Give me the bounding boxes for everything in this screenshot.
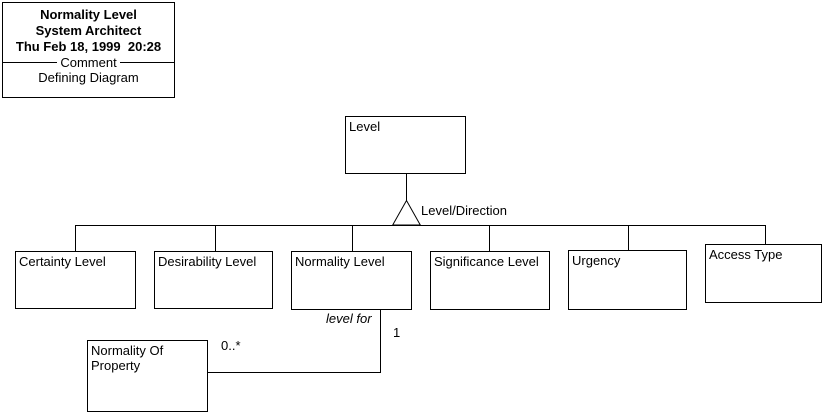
class-box-label: Level [349,119,381,134]
class-box-desirability-level[interactable]: Desirability Level [154,251,273,309]
association-label: level for [326,311,372,326]
connector-drop-access-type [765,225,766,244]
separator-rule-right [119,62,175,63]
class-box-label: Certainty Level [19,254,106,269]
diagram-title-box[interactable]: Normality Level System Architect Thu Feb… [2,2,175,98]
tool-name: System Architect [35,23,142,38]
connector-drop-desirability [215,225,216,251]
class-box-certainty-level[interactable]: Certainty Level [15,251,136,309]
connector-level-to-triangle [406,174,407,201]
class-box-access-type[interactable]: Access Type [705,244,822,303]
connector-drop-normality [352,225,353,251]
connector-drop-significance [489,225,490,251]
diagram-subtitle: Defining Diagram [38,70,139,85]
class-box-label: Access Type [709,247,783,262]
separator-rule-left [3,62,58,63]
connector-drop-certainty [75,225,76,251]
class-box-urgency[interactable]: Urgency [568,250,687,310]
class-box-label: Desirability Level [158,254,257,269]
cardinality-zero-many: 0..* [221,338,241,353]
association-line-horizontal [208,372,381,373]
cardinality-one: 1 [393,325,401,340]
class-box-label: Normality Level [295,254,385,269]
association-line-vertical [380,310,381,372]
class-box-label: Urgency [572,253,621,268]
class-box-normality-level[interactable]: Normality Level [291,251,412,310]
class-box-significance-level[interactable]: Significance Level [430,251,550,310]
diagram-timestamp: Thu Feb 18, 1999 20:28 [15,39,162,54]
comment-separator: Comment [3,55,175,70]
connector-drop-urgency [628,225,629,250]
comment-label: Comment [60,55,117,70]
connector-bus-line [75,225,766,226]
generalization-label: Level/Direction [421,203,507,218]
class-box-label-line1: Normality Of [91,343,164,358]
class-box-label-line2: Property [91,358,141,373]
diagram-title: Normality Level [40,7,137,22]
generalization-triangle [392,200,421,226]
class-box-level[interactable]: Level [345,116,466,174]
class-box-label: Significance Level [434,254,539,269]
class-box-normality-of-property[interactable]: Normality Of Property [87,340,208,412]
